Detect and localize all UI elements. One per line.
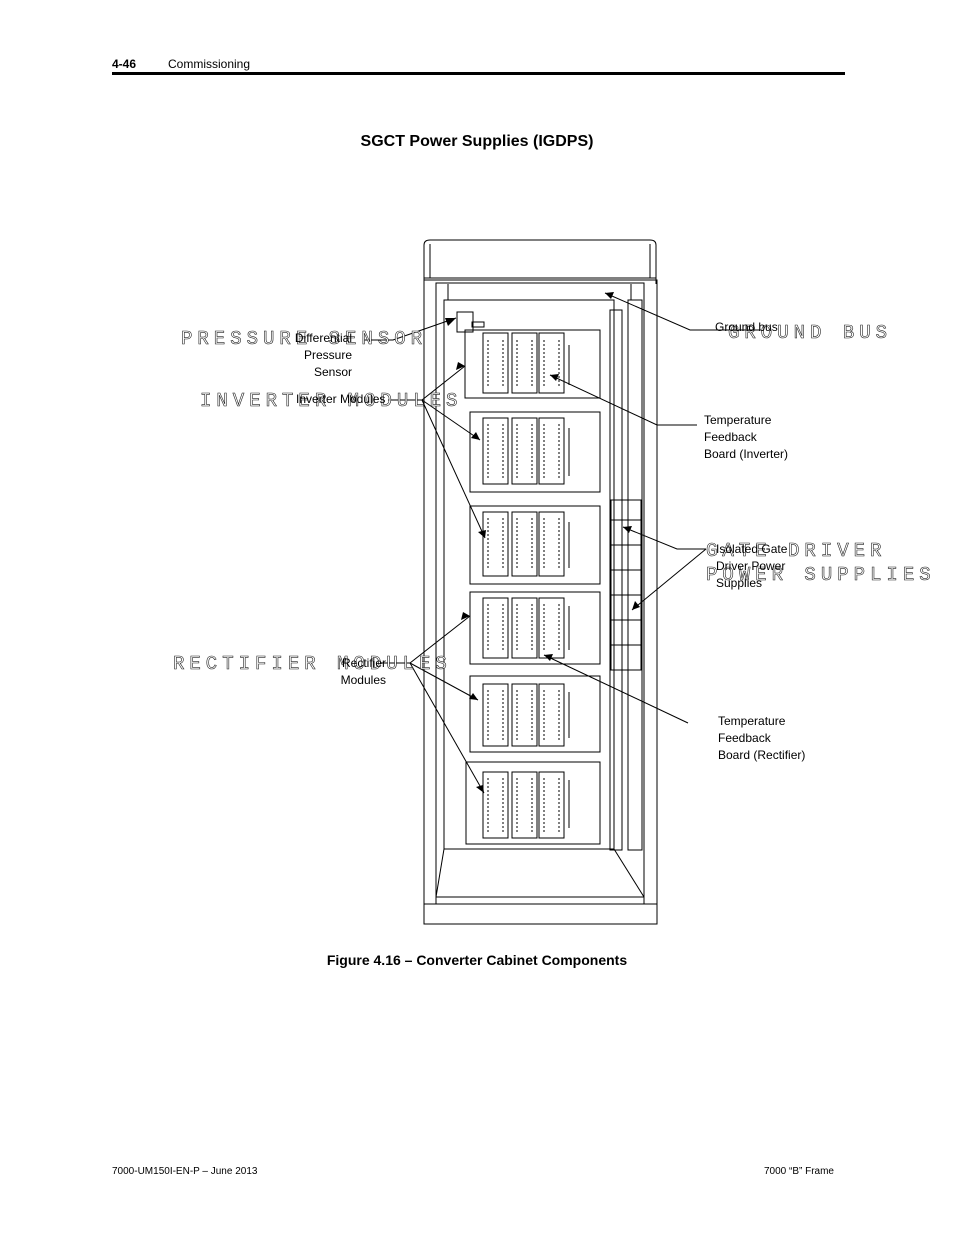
label-line: Feedback — [718, 731, 771, 745]
ghost-label-pressure-sensor: PRESSURE SENSOR — [181, 328, 428, 351]
label-inverter-modules: Inverter Modules — [296, 392, 386, 406]
label-line: Pressure — [303, 348, 352, 362]
label-differential-pressure-sensor: Differential Pressure Sensor — [292, 330, 352, 381]
label-line: Feedback — [704, 430, 757, 444]
label-line: Driver Power — [716, 559, 786, 573]
label-rectifier-modules: Rectifier Modules — [338, 655, 386, 689]
ghost-label-inverter-modules: INVERTER MODULES — [200, 390, 463, 413]
label-line: Temperature — [718, 714, 786, 728]
section-name: Commissioning — [168, 57, 251, 71]
label-line: Supplies — [716, 576, 763, 590]
label-ground-bus: Ground bus — [715, 320, 778, 334]
label-line: Board (Inverter) — [704, 447, 789, 461]
label-line: Rectifier — [341, 656, 386, 670]
ghost-label-gate-driver: GATE DRIVER — [706, 540, 887, 563]
ghost-label-rectifier-modules: RECTIFIER MODULES — [173, 653, 452, 676]
footer-publication: 7000-UM150I-EN-P – June 2013 — [112, 1166, 258, 1177]
label-line: Temperature — [704, 413, 772, 427]
label-line: Isolated Gate — [716, 542, 788, 556]
page-number: 4-46 — [112, 57, 137, 71]
label-line: Differential — [294, 331, 352, 345]
footer-product: 7000 “B” Frame — [763, 1166, 834, 1177]
label-isolated-gate-driver-power-supplies: Isolated Gate Driver Power Supplies — [716, 541, 787, 592]
ghost-label-power-supplies: POWER SUPPLIES — [706, 564, 936, 587]
figure-caption: Figure 4.16 – Converter Cabinet Componen… — [326, 952, 628, 968]
ghost-label-ground-bus: GROUND BUS — [728, 322, 893, 345]
section-title: SGCT Power Supplies (IGDPS) — [360, 133, 594, 150]
label-temperature-feedback-inverter: Temperature Feedback Board (Inverter) — [704, 412, 788, 463]
header-rule — [112, 72, 845, 75]
label-line: Sensor — [313, 365, 352, 379]
label-line: Board (Rectifier) — [718, 748, 806, 762]
label-line: Modules — [340, 673, 386, 687]
label-temperature-feedback-rectifier: Temperature Feedback Board (Rectifier) — [718, 713, 805, 764]
